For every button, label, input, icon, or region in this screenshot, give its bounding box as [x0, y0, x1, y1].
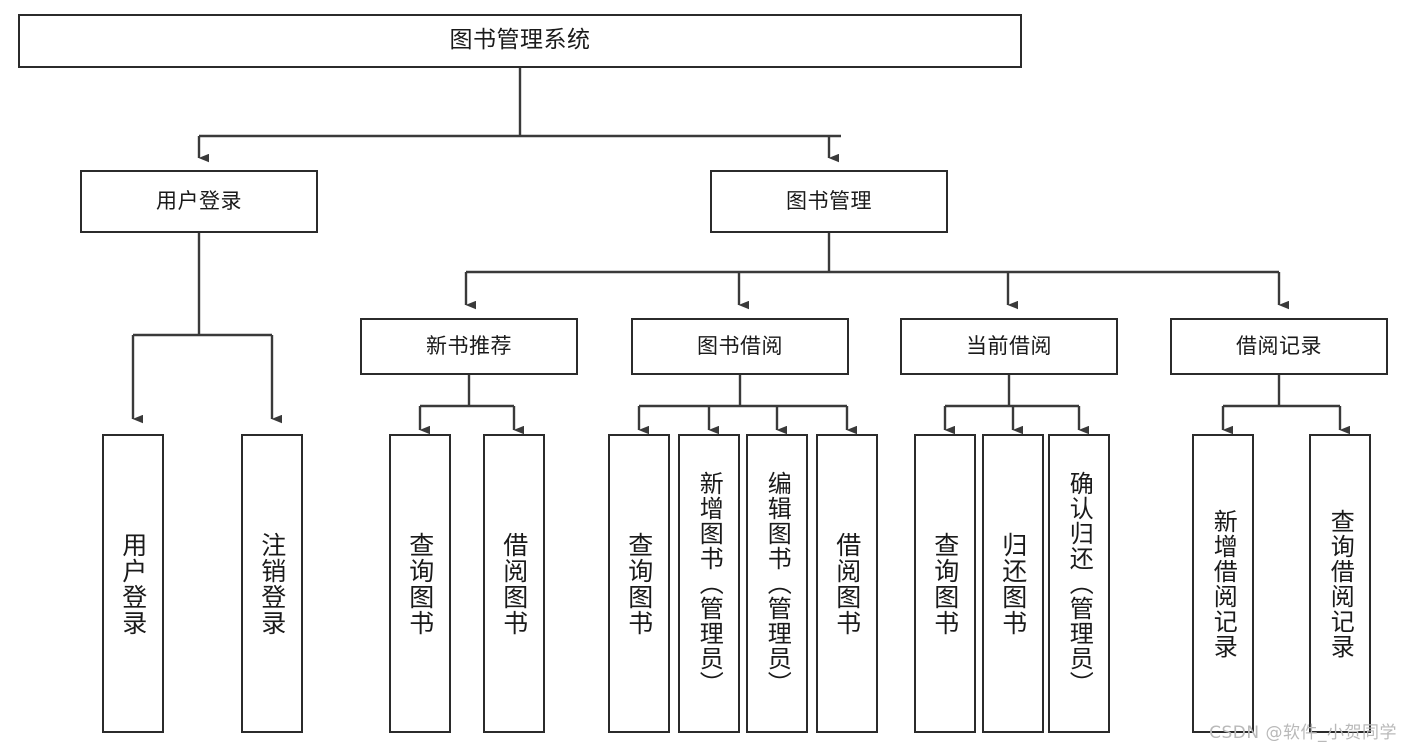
node-new-book-recommend[interactable]: 新书推荐 [360, 318, 578, 375]
leaf-add-borrow-record[interactable]: 新增借阅记录 [1192, 434, 1254, 733]
leaf-query-book-current[interactable]: 查询图书 [914, 434, 976, 733]
node-label: 新书推荐 [426, 334, 512, 359]
node-label: 查询图书 [624, 531, 654, 636]
leaf-query-borrow-record[interactable]: 查询借阅记录 [1309, 434, 1371, 733]
leaf-add-book-admin[interactable]: 新增图书（管理员） [678, 434, 740, 733]
node-label: 查询图书 [405, 531, 435, 636]
leaf-edit-book-admin[interactable]: 编辑图书（管理员） [746, 434, 808, 733]
node-book-borrow[interactable]: 图书借阅 [631, 318, 849, 375]
node-label: 查询借阅记录 [1326, 508, 1355, 659]
node-current-borrow[interactable]: 当前借阅 [900, 318, 1118, 375]
node-label: 借阅图书 [499, 531, 529, 636]
node-label: 新增图书（管理员） [695, 471, 724, 696]
node-label: 查询图书 [930, 531, 960, 636]
node-label: 借阅图书 [832, 531, 862, 636]
leaf-logout[interactable]: 注销登录 [241, 434, 303, 733]
leaf-confirm-return-admin[interactable]: 确认归还（管理员） [1048, 434, 1110, 733]
node-label: 归还图书 [998, 531, 1028, 636]
node-root-system[interactable]: 图书管理系统 [18, 14, 1022, 68]
node-label: 确认归还（管理员） [1065, 471, 1094, 696]
leaf-return-book[interactable]: 归还图书 [982, 434, 1044, 733]
node-label: 编辑图书（管理员） [763, 471, 792, 696]
node-label: 用户登录 [118, 531, 148, 636]
node-user-login[interactable]: 用户登录 [80, 170, 318, 233]
node-label: 用户登录 [156, 189, 242, 214]
node-label: 图书管理系统 [449, 27, 591, 54]
leaf-query-book-borrow[interactable]: 查询图书 [608, 434, 670, 733]
node-label: 新增借阅记录 [1209, 508, 1238, 659]
node-label: 借阅记录 [1236, 334, 1322, 359]
node-label: 当前借阅 [966, 334, 1052, 359]
leaf-borrow-book-new[interactable]: 借阅图书 [483, 434, 545, 733]
leaf-query-book-new[interactable]: 查询图书 [389, 434, 451, 733]
node-label: 图书借阅 [697, 334, 783, 359]
leaf-user-login[interactable]: 用户登录 [102, 434, 164, 733]
node-book-management[interactable]: 图书管理 [710, 170, 948, 233]
leaf-borrow-book[interactable]: 借阅图书 [816, 434, 878, 733]
csdn-watermark: CSDN @软件_小贺同学 [1209, 723, 1397, 743]
node-label: 注销登录 [257, 531, 287, 636]
node-label: 图书管理 [786, 189, 872, 214]
node-borrow-record[interactable]: 借阅记录 [1170, 318, 1388, 375]
